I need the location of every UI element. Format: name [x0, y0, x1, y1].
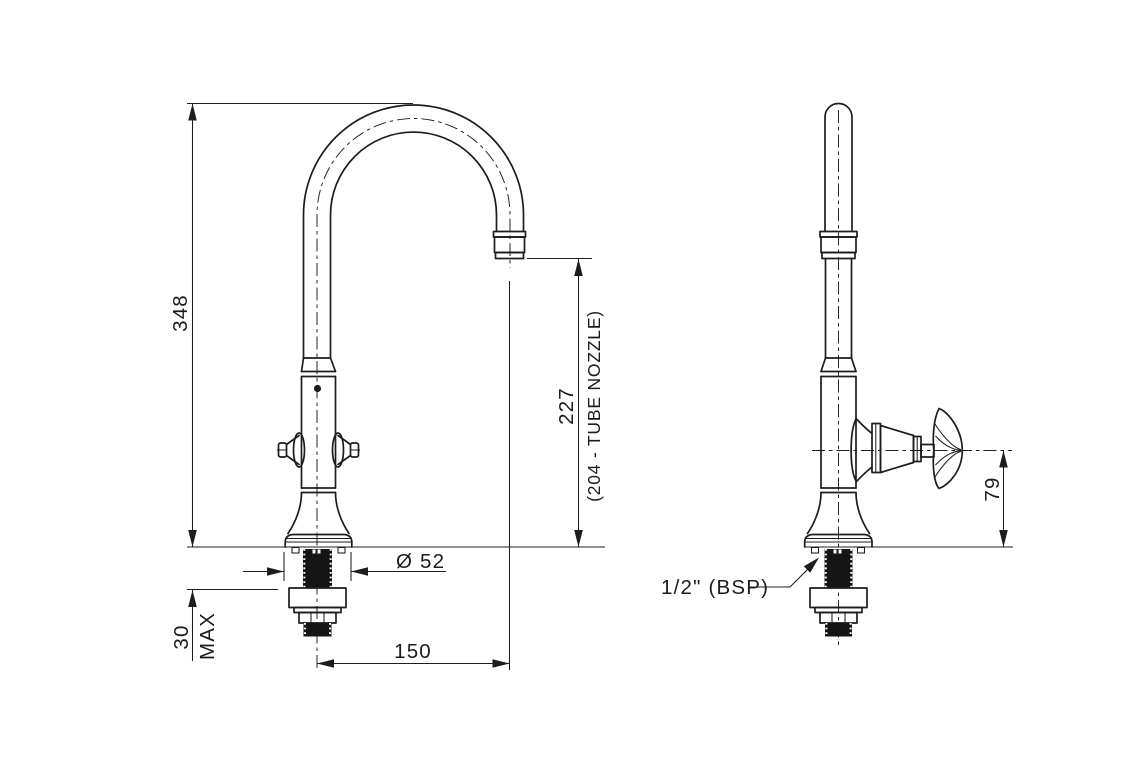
dim-overall-height: 348 — [169, 102, 413, 547]
callout-inlet-thread-label: 1/2" (BSP) — [661, 576, 769, 599]
front-view — [277, 104, 527, 668]
arrowhead-up — [188, 590, 197, 607]
gooseneck-spout — [302, 104, 525, 359]
arrowhead-up — [574, 259, 583, 276]
valve-body-side — [820, 357, 857, 494]
arrowhead-up — [999, 450, 1008, 468]
handle-assembly-side — [850, 407, 964, 490]
arrowhead-left — [351, 567, 368, 576]
dim-overall-height-label: 348 — [169, 294, 192, 332]
dim-deck-thickness-qualifier: MAX — [196, 612, 219, 660]
tail-thread — [303, 623, 332, 637]
dim-nozzle-height-label: 227 — [555, 387, 578, 425]
index-screw — [313, 384, 322, 393]
base-flange-side — [803, 491, 873, 554]
dim-spout-reach-label: 150 — [394, 640, 432, 663]
handle-knob-side — [932, 407, 964, 490]
callout-inlet-thread: 1/2" (BSP) — [661, 557, 819, 599]
dim-nozzle-height-note: (204 - TUBE NOZZLE) — [584, 310, 604, 502]
arrowhead-left — [317, 659, 334, 668]
side-view — [803, 102, 1012, 648]
dim-deck-thickness-label: 30 — [170, 624, 193, 649]
locknut-side — [809, 587, 868, 624]
dim-spout-reach: 150 — [317, 281, 511, 670]
arrowhead-down — [188, 530, 197, 547]
dim-base-diameter-label: Ø 52 — [396, 550, 445, 573]
arrowhead-down — [574, 530, 583, 547]
arrowhead-down — [999, 530, 1008, 547]
dim-handle-height: 79 — [981, 450, 1008, 547]
dim-deck-thickness: 30 MAX — [170, 588, 278, 661]
spout-side — [819, 102, 858, 359]
dim-handle-height-label: 79 — [981, 476, 1004, 501]
dim-nozzle-height: 227 (204 - TUBE NOZZLE) — [527, 257, 604, 547]
front-view-centerline — [316, 118, 511, 668]
valve-body — [300, 357, 337, 494]
arrowhead-up — [188, 103, 197, 121]
handle-cross-front — [277, 432, 360, 468]
threaded-shank-side — [824, 549, 853, 588]
arrowhead-leader — [803, 557, 819, 573]
tail-thread-side — [825, 623, 852, 637]
tube-nozzle — [492, 230, 527, 260]
arrowhead-right — [267, 567, 284, 576]
arrowhead-right — [492, 659, 510, 668]
locknut — [288, 587, 347, 624]
threaded-shank — [303, 549, 332, 588]
base-flange — [284, 491, 353, 554]
dim-base-diameter: Ø 52 — [243, 550, 446, 581]
